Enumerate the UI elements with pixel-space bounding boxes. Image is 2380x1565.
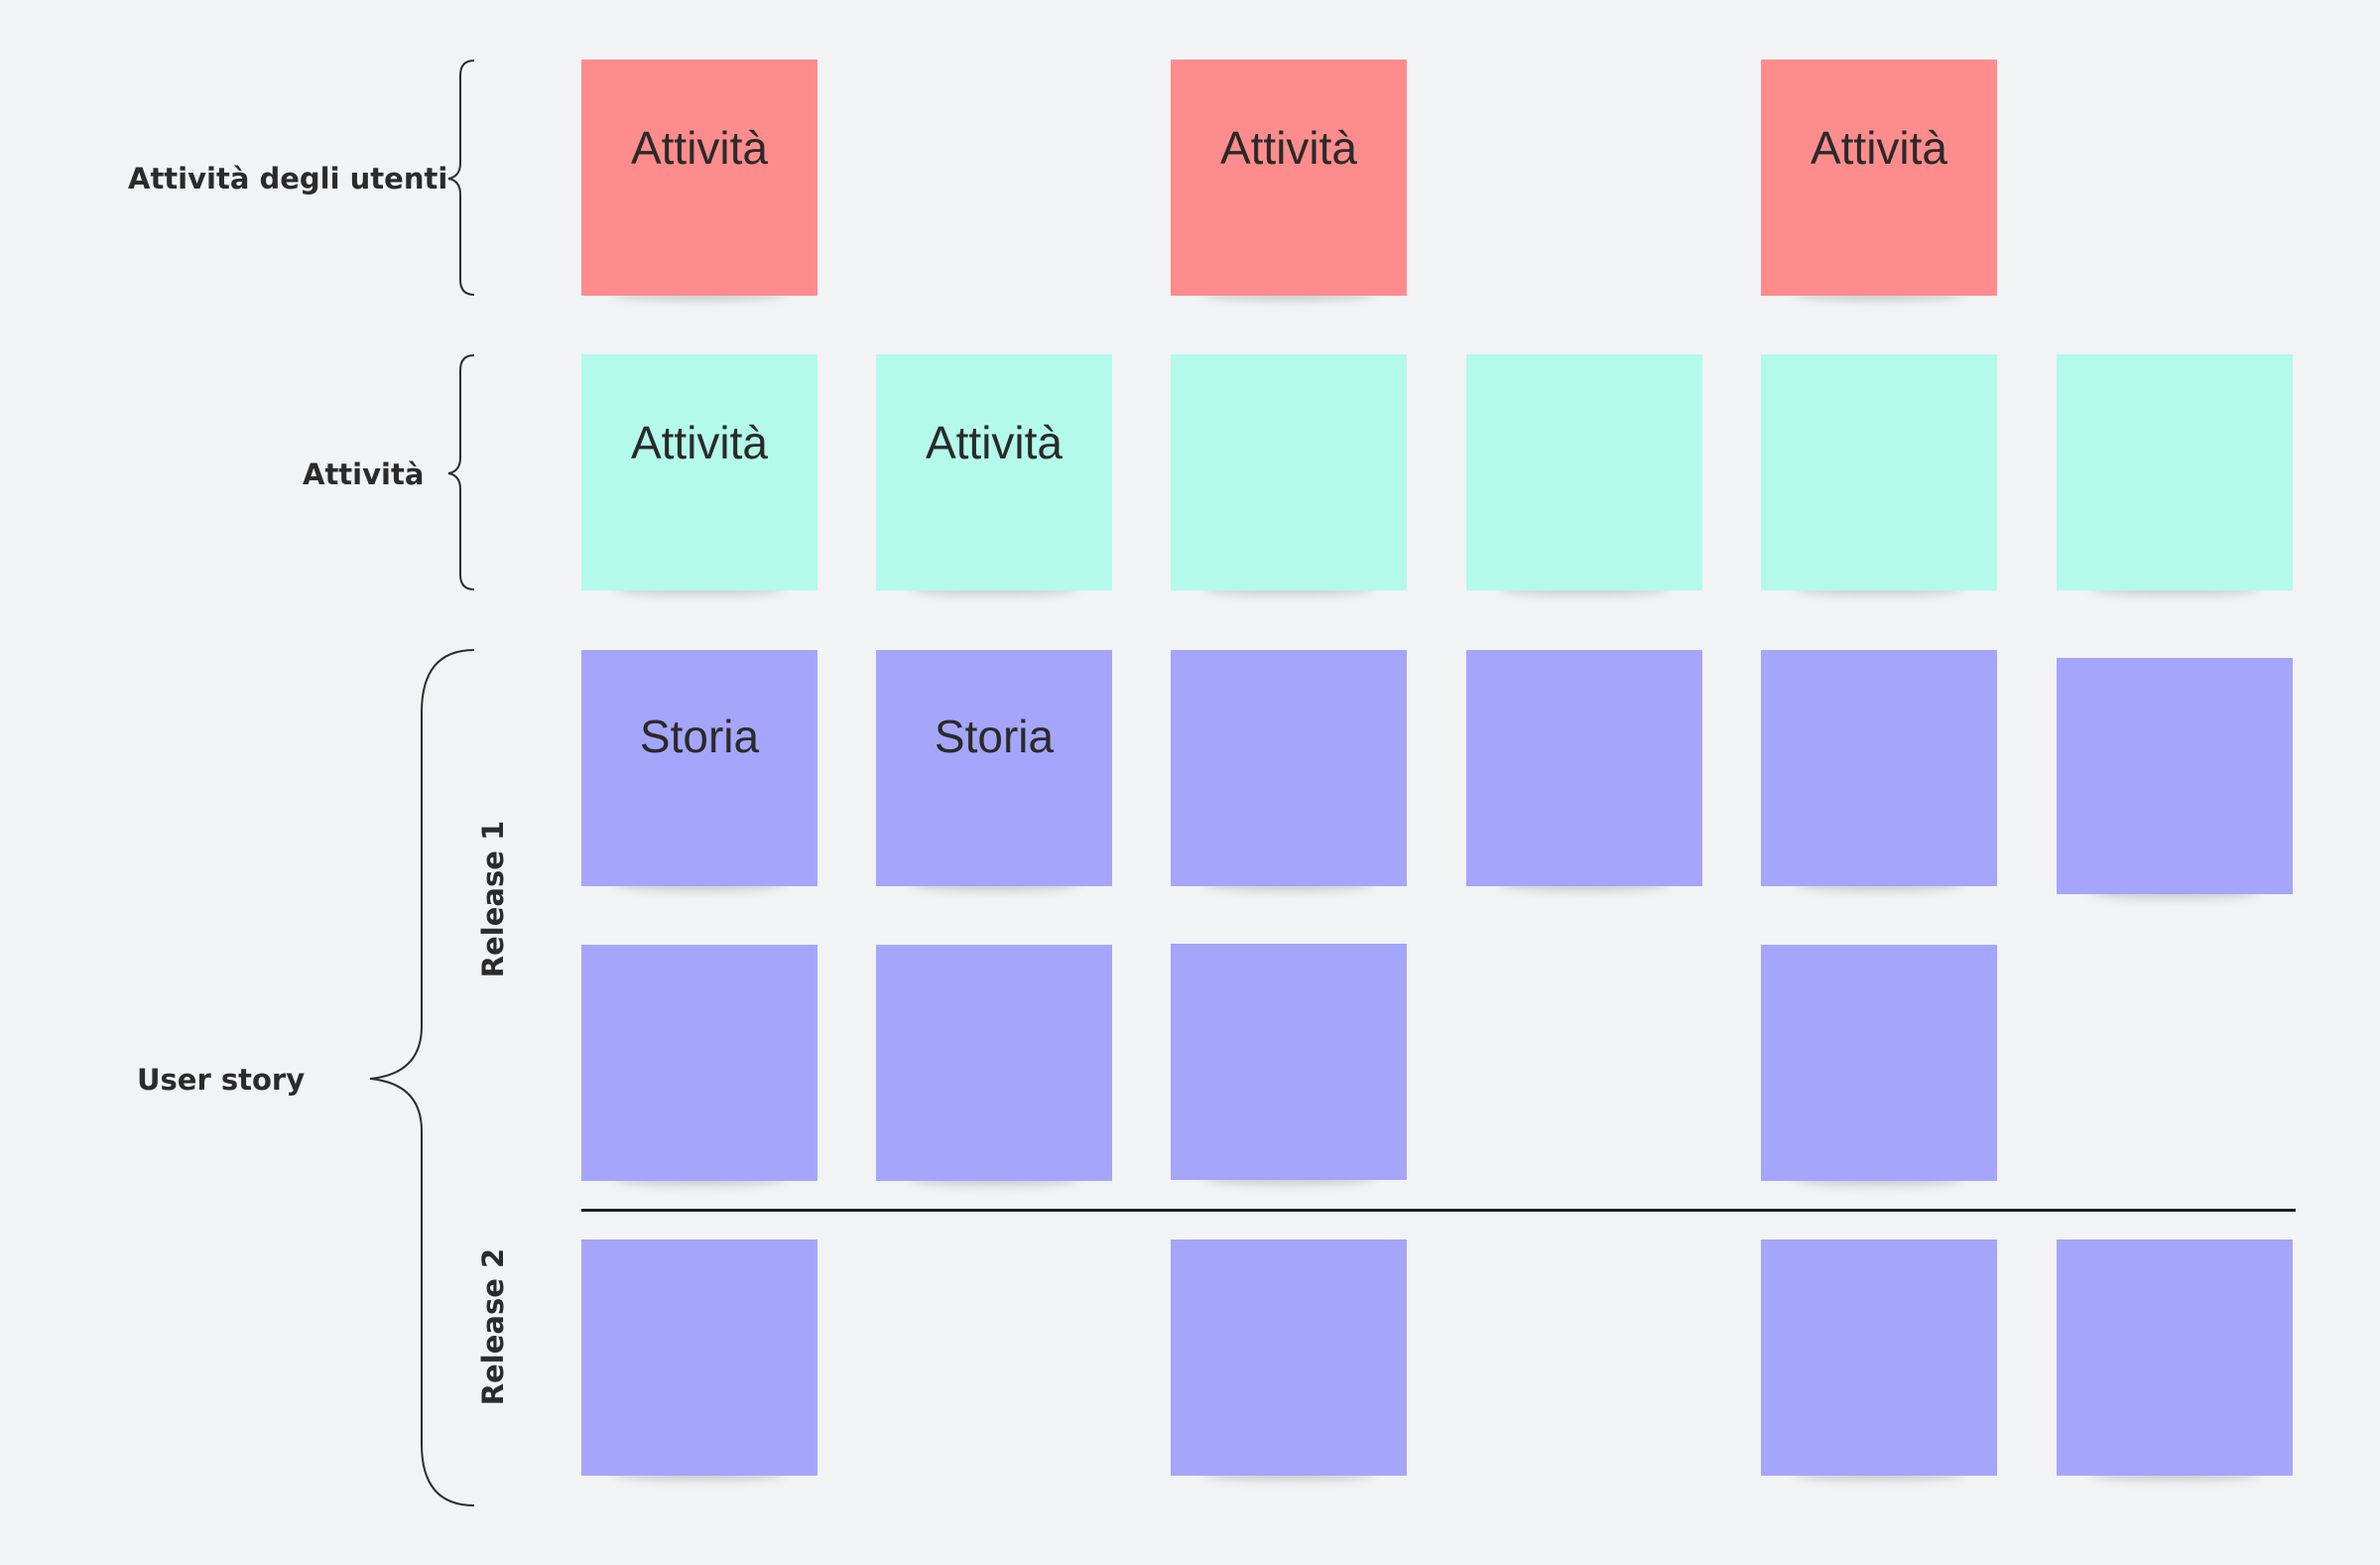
sticky-note-story-empty[interactable] — [1171, 944, 1407, 1180]
sticky-note-story-empty[interactable] — [1171, 650, 1407, 886]
sticky-note-story-empty[interactable] — [1466, 650, 1702, 886]
sticky-note-activity-empty[interactable] — [2057, 354, 2293, 590]
sticky-note-story-empty[interactable] — [1761, 1239, 1997, 1476]
row-label-user-activities: Attività degli utenti — [128, 162, 448, 196]
release-divider-line — [581, 1209, 2296, 1212]
sticky-note-story-empty[interactable] — [2057, 1239, 2293, 1476]
sticky-note-story-empty[interactable] — [1761, 650, 1997, 886]
sticky-note-story-empty[interactable] — [581, 1239, 817, 1476]
sticky-note-activity-empty[interactable] — [1466, 354, 1702, 590]
sticky-note-activity[interactable]: Attività — [581, 354, 817, 590]
row-label-user-story: User story — [137, 1063, 306, 1097]
sticky-note-user-activity[interactable]: Attività — [1761, 60, 1997, 296]
sticky-note-story-empty[interactable] — [2057, 658, 2293, 894]
brace-activities — [447, 354, 475, 590]
sticky-note-activity[interactable]: Attività — [876, 354, 1112, 590]
sticky-note-story-empty[interactable] — [1761, 945, 1997, 1181]
row-label-activities: Attività — [303, 457, 425, 491]
sticky-note-user-activity[interactable]: Attività — [1171, 60, 1407, 296]
sticky-note-user-activity[interactable]: Attività — [581, 60, 817, 296]
sticky-note-activity-empty[interactable] — [1761, 354, 1997, 590]
brace-user-story — [369, 649, 475, 1506]
sticky-note-activity-empty[interactable] — [1171, 354, 1407, 590]
sticky-note-story[interactable]: Storia — [876, 650, 1112, 886]
sticky-note-story[interactable]: Storia — [581, 650, 817, 886]
sticky-note-story-empty[interactable] — [581, 945, 817, 1181]
sticky-note-story-empty[interactable] — [876, 945, 1112, 1181]
sticky-note-story-empty[interactable] — [1171, 1239, 1407, 1476]
brace-user-activities — [447, 60, 475, 296]
